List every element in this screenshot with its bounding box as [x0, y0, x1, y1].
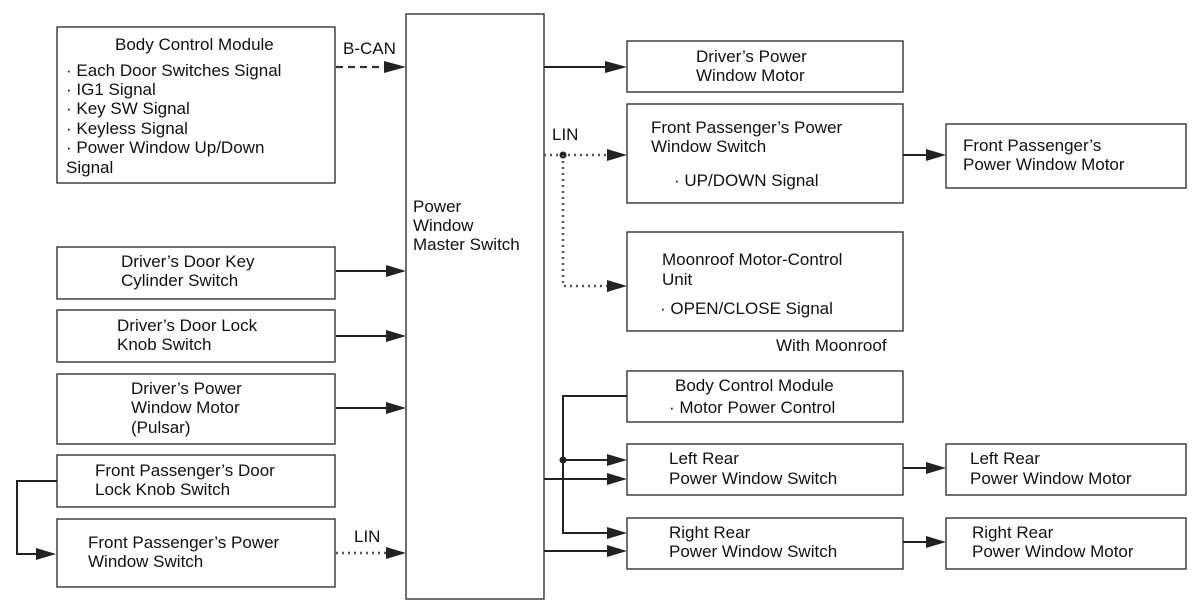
power-junction [559, 456, 567, 464]
rr-switch-label: Power Window Switch [669, 542, 837, 561]
bcm-top-item: · Keyless Signal [66, 119, 188, 138]
bcm-bottom-item: · Motor Power Control [669, 398, 835, 417]
bcm-top-item: · Each Door Switches Signal [66, 61, 281, 80]
driver-motor-box [626, 40, 904, 93]
key-cylinder-label: Driver’s Door Key [121, 252, 255, 271]
bcm-bottom-title: Body Control Module [675, 376, 834, 395]
master-switch-box [405, 13, 545, 600]
fp-lock-knob-label: Lock Knob Switch [95, 480, 230, 499]
fp-lock-knob-label: Front Passenger’s Door [95, 461, 275, 480]
arrowhead [926, 536, 946, 548]
lin-bottom-label: LIN [354, 527, 380, 546]
fp-motor-box [945, 123, 1187, 189]
pulsar-label: Window Motor [131, 398, 240, 417]
key-cylinder-box [56, 246, 336, 300]
moonroof-signal: · OPEN/CLOSE Signal [660, 299, 833, 318]
rr-switch-box [626, 517, 904, 570]
rr-switch-label: Right Rear [669, 523, 751, 542]
arrowhead [386, 402, 406, 414]
bcm-power-wire [562, 395, 627, 534]
arrowhead [384, 61, 406, 73]
bcm-top-item: · Power Window Up/Down [66, 138, 264, 157]
arrowhead [607, 149, 627, 161]
moonroof-label: Unit [662, 270, 693, 289]
key-cylinder-label: Cylinder Switch [121, 271, 238, 290]
pulsar-label: (Pulsar) [131, 418, 191, 437]
lr-switch-label: Power Window Switch [669, 469, 837, 488]
fp-lock-knob-box [56, 454, 336, 508]
fp-motor-label: Front Passenger’s [963, 136, 1101, 155]
moonroof-label: Moonroof Motor-Control [662, 250, 842, 269]
pulsar-motor-box [56, 373, 336, 445]
lr-motor-label: Power Window Motor [970, 469, 1132, 488]
arrowhead [607, 454, 627, 466]
with-moonroof-label: With Moonroof [776, 336, 887, 355]
fp-switch-signal: · UP/DOWN Signal [674, 171, 819, 190]
bcm-top-title: Body Control Module [115, 35, 274, 54]
arrowhead [605, 61, 627, 73]
bcm-top-item: Signal [66, 158, 113, 177]
lr-switch-box [626, 443, 904, 496]
arrowhead [926, 149, 946, 161]
fp-window-switch-label: Front Passenger’s Power [88, 533, 280, 552]
lin-top-label: LIN [552, 125, 578, 144]
bcm-top-item: · Key SW Signal [66, 99, 190, 118]
arrowhead [607, 473, 627, 485]
fp-lock-knob-wire [16, 480, 57, 555]
arrowhead [607, 545, 627, 557]
lock-knob-box [56, 309, 336, 363]
master-switch-label: Power [413, 197, 462, 216]
rr-motor-label: Power Window Motor [972, 542, 1134, 561]
lr-motor-box [945, 443, 1187, 496]
fp-window-switch-label: Window Switch [88, 552, 203, 571]
fp-window-switch-left-box [56, 518, 336, 588]
arrowhead [36, 548, 56, 560]
fp-motor-label: Power Window Motor [963, 155, 1125, 174]
lock-knob-label: Knob Switch [117, 335, 212, 354]
fp-switch-box [626, 103, 904, 204]
master-switch-label: Master Switch [413, 235, 520, 254]
arrowhead [386, 547, 406, 559]
fp-switch-label: Window Switch [651, 137, 766, 156]
arrowhead [386, 265, 406, 277]
bcm-bottom-box [626, 370, 904, 423]
lr-motor-label: Left Rear [970, 449, 1040, 468]
rr-motor-label: Right Rear [972, 523, 1054, 542]
fp-switch-label: Front Passenger’s Power [651, 118, 843, 137]
lin-moonroof-line [561, 155, 607, 288]
arrowhead [607, 527, 627, 539]
bcan-label: B-CAN [343, 39, 396, 58]
pulsar-label: Driver’s Power [131, 379, 242, 398]
master-switch-label: Window [413, 216, 474, 235]
lr-switch-label: Left Rear [669, 449, 739, 468]
moonroof-box [626, 231, 904, 332]
driver-motor-label: Driver’s Power [696, 47, 807, 66]
driver-motor-label: Window Motor [696, 66, 805, 85]
lock-knob-label: Driver’s Door Lock [117, 316, 258, 335]
arrowhead [386, 330, 406, 342]
bcm-top-box [56, 26, 336, 184]
arrowhead [926, 462, 946, 474]
rr-motor-box [945, 517, 1187, 570]
arrowhead [607, 280, 627, 292]
bcm-top-item: · IG1 Signal [66, 80, 156, 99]
